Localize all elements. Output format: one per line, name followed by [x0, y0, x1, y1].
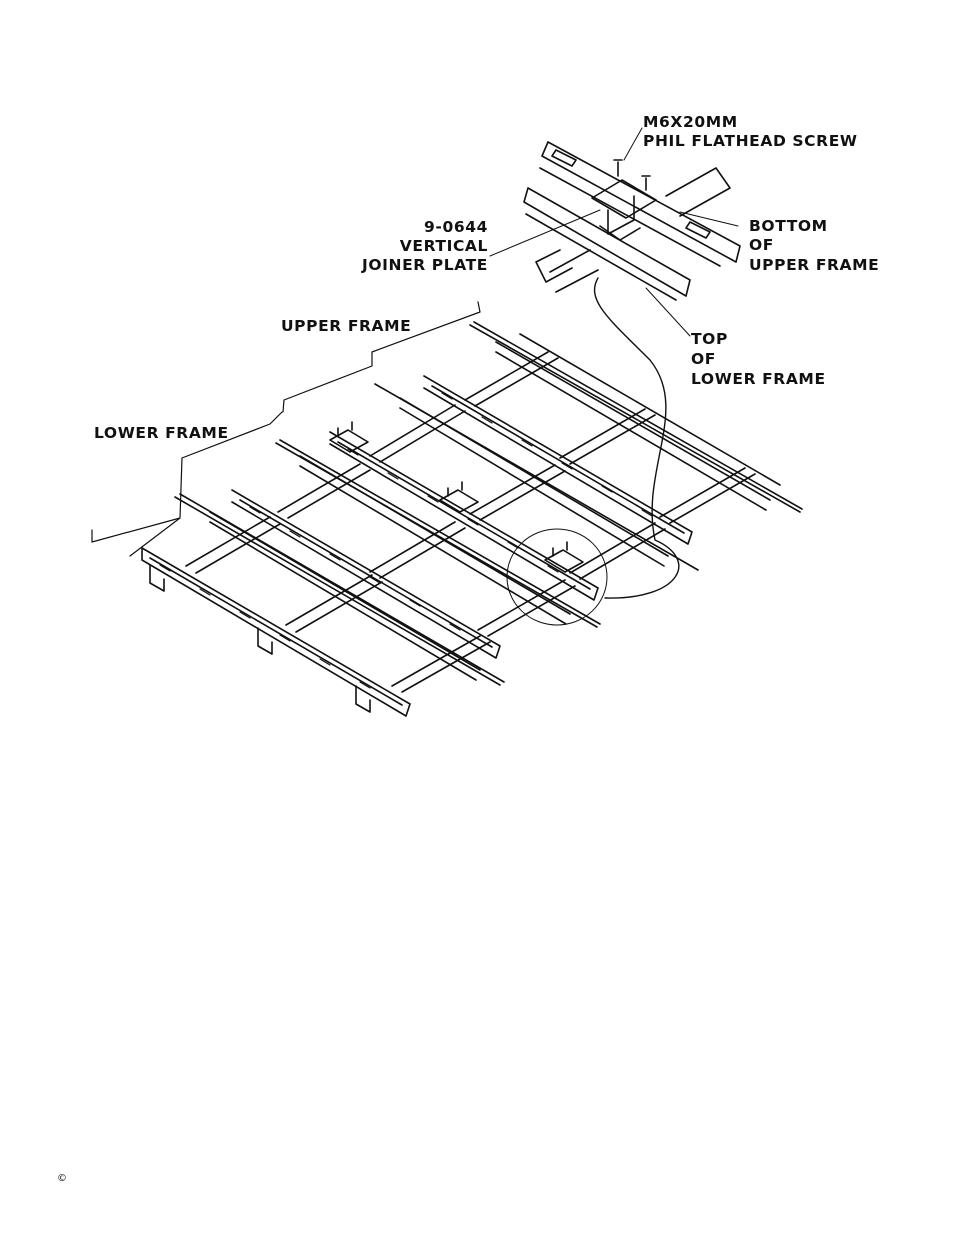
label-upper-frame: UPPER FRAME [281, 317, 411, 335]
label-joiner-plate: 9-0644 VERTICAL JOINER PLATE [361, 218, 488, 274]
copyright-mark: © [57, 1173, 67, 1184]
upper-frame-brace [282, 301, 481, 413]
label-joiner-line1: 9-0644 [424, 218, 488, 236]
frame-cross-ties [185, 351, 756, 693]
upper-frame-rails [209, 333, 781, 681]
label-joiner-line2: VERTICAL [400, 237, 488, 255]
frame-joiner-plates [329, 421, 584, 573]
label-bottom-line3: UPPER FRAME [749, 256, 879, 274]
label-top-line3: LOWER FRAME [691, 370, 826, 388]
label-bottom-upper-frame: BOTTOM OF UPPER FRAME [749, 217, 879, 274]
label-screw-line1: M6X20MM [643, 113, 738, 131]
label-top-line1: TOP [691, 330, 728, 348]
label-top-line2: OF [691, 350, 716, 368]
label-screw-line2: PHIL FLATHEAD SCREW [643, 132, 858, 150]
label-bottom-line2: OF [749, 236, 774, 254]
lower-frame-brace [91, 411, 283, 557]
detail-circle [506, 528, 608, 626]
label-screw: M6X20MM PHIL FLATHEAD SCREW [643, 113, 858, 150]
frame-feet [149, 564, 371, 713]
label-lower-frame: LOWER FRAME [94, 424, 229, 442]
label-top-lower-frame: TOP OF LOWER FRAME [691, 330, 826, 388]
label-joiner-line3: JOINER PLATE [361, 256, 488, 274]
detail-view [489, 127, 741, 337]
rail-slots [159, 392, 653, 689]
detail-leader [593, 277, 680, 599]
label-bottom-line1: BOTTOM [749, 217, 828, 235]
